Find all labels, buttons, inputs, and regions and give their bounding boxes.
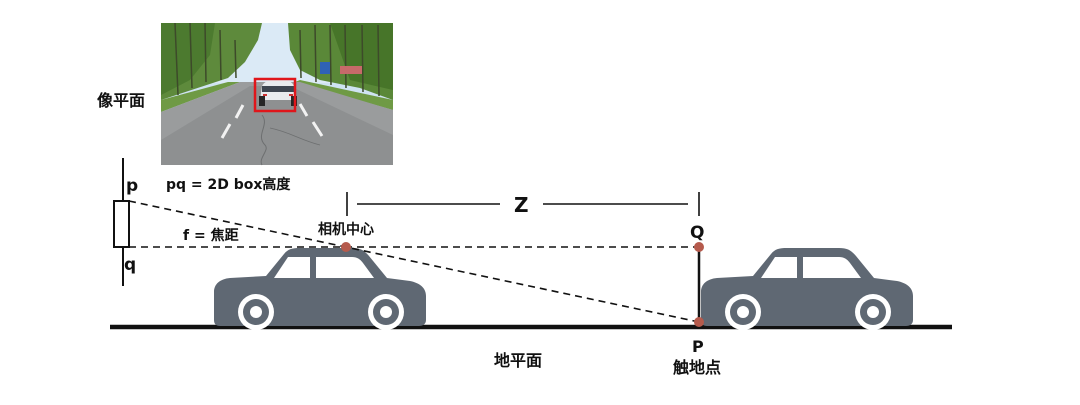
- P-label: P: [692, 337, 704, 356]
- contact-point-label: 触地点: [672, 358, 721, 377]
- bounding-box: [253, 77, 297, 113]
- focal-length-label: f = 焦距: [183, 227, 239, 244]
- p-label: p: [126, 176, 138, 196]
- q-label: q: [124, 255, 136, 275]
- camera-center-label: 相机中心: [318, 221, 374, 238]
- Q-label: Q: [690, 223, 704, 243]
- image-plane-label: 像平面: [97, 91, 145, 110]
- z-label: Z: [514, 193, 529, 217]
- ground-plane-label: 地平面: [494, 351, 542, 370]
- road-photo: [161, 22, 393, 166]
- P-point: [694, 317, 704, 327]
- ego-car: [214, 248, 426, 330]
- Q-point: [694, 242, 704, 252]
- pq-definition-label: pq = 2D box高度: [166, 176, 291, 193]
- target-car: [701, 248, 913, 330]
- projection-line-pP: [128, 200, 700, 323]
- camera-center-point: [341, 242, 351, 252]
- image-plane-rect: [113, 200, 130, 248]
